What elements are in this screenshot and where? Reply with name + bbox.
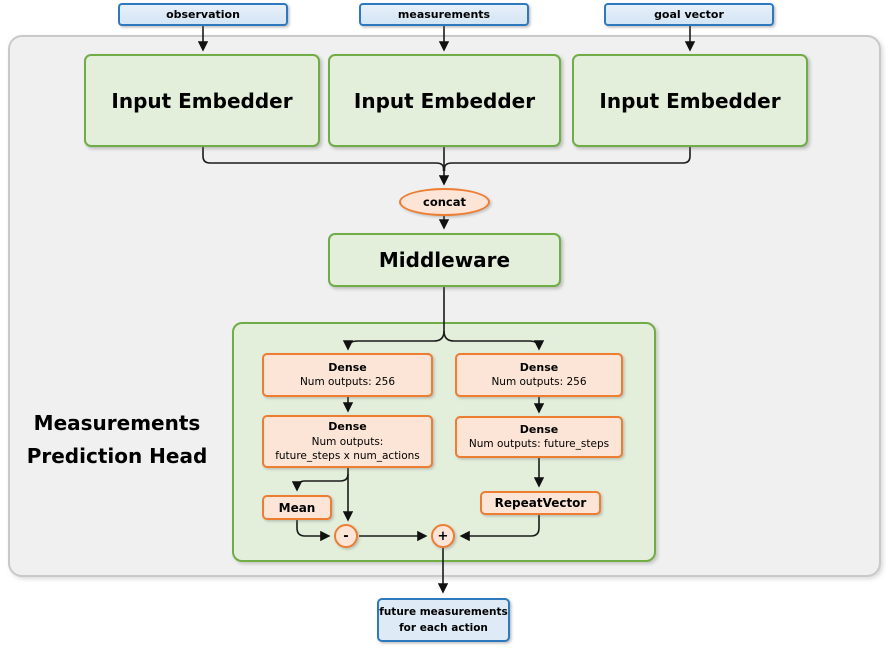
output-tag-future-measurements: future measurements for each action: [377, 598, 510, 642]
dense-detail: Num outputs: future_steps x num_actions: [275, 435, 420, 463]
input-embedder-observation: Input Embedder: [84, 54, 320, 147]
arrow-dense-l2-to-mean: [291, 473, 349, 492]
dense-detail: Num outputs: 256: [299, 376, 396, 389]
subtract-op-node: -: [334, 524, 358, 548]
dense-name: Dense: [519, 422, 559, 436]
input-tag-measurements: measurements: [359, 3, 529, 26]
arrow-fork-left-dense: [342, 330, 445, 351]
dense-detail: Num outputs: future_steps: [468, 438, 610, 451]
merge-line-left: [202, 147, 445, 171]
dense-name: Dense: [519, 360, 559, 374]
dense-detail: Num outputs: 256: [491, 376, 587, 389]
arrow-repeatvector-to-plus: [459, 513, 540, 542]
dense-left-future-steps-actions: Dense Num outputs: future_steps x num_ac…: [262, 415, 433, 468]
dense-name: Dense: [328, 420, 367, 434]
repeat-vector-block: RepeatVector: [480, 491, 601, 515]
dense-name: Dense: [328, 360, 367, 374]
dense-left-256: Dense Num outputs: 256: [262, 353, 433, 397]
dense-right-future-steps: Dense Num outputs: future_steps: [455, 416, 623, 458]
dense-right-256: Dense Num outputs: 256: [455, 353, 623, 397]
input-embedder-measurements: Input Embedder: [328, 54, 561, 147]
input-tag-observation: observation: [118, 3, 288, 26]
arrow-mean-to-minus: [296, 520, 331, 542]
mean-block: Mean: [262, 495, 332, 520]
merge-line-right: [443, 147, 691, 171]
arrow-fork-right-dense: [443, 330, 545, 351]
add-op-node: +: [431, 524, 455, 548]
prediction-head-title: Measurements Prediction Head: [26, 411, 208, 468]
middleware-block: Middleware: [328, 233, 561, 287]
concat-node: concat: [399, 188, 490, 216]
input-embedder-goal-vector: Input Embedder: [572, 54, 808, 147]
input-tag-goal-vector: goal vector: [604, 3, 774, 26]
